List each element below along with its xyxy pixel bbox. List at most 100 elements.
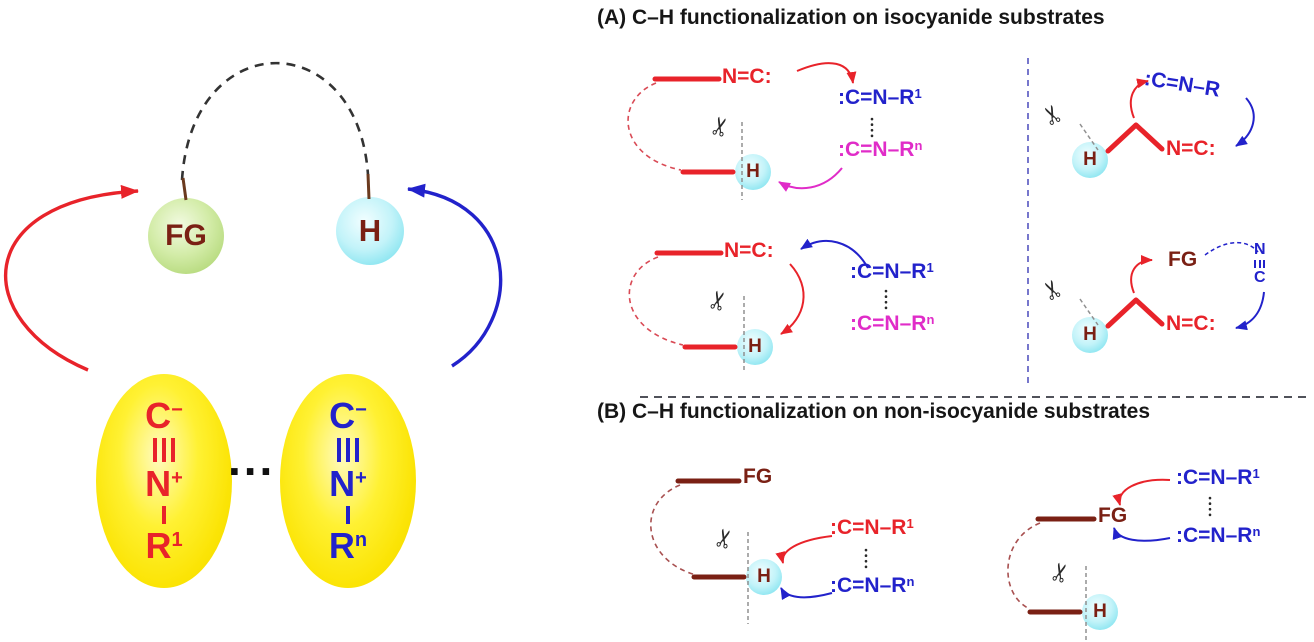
h-bond-line — [366, 173, 371, 200]
imine-rn-label: :C=N–Rn — [850, 313, 934, 334]
h-label: H — [748, 336, 762, 357]
dividers — [640, 58, 1312, 398]
fg-label: FG — [1098, 504, 1128, 527]
isocyanide-label: N=C: — [1166, 137, 1216, 160]
fg-label: FG — [165, 219, 207, 252]
fg-label: FG — [1168, 248, 1198, 271]
imine-rn-label: :C=N–Rn — [1176, 525, 1260, 546]
magenta-curved-arrow — [778, 167, 843, 192]
nitrogen-cation: N+ — [329, 466, 367, 502]
h-atom-circle: H — [1072, 142, 1108, 178]
cleavage-line — [1079, 123, 1099, 151]
r-sup: 1 — [171, 529, 183, 551]
h-atom-circle: H — [735, 154, 771, 190]
charge-minus: − — [355, 399, 367, 421]
imine-base: :C=N–R — [850, 260, 927, 283]
triple-bond — [337, 438, 359, 462]
imine-base: :C=N–R — [1176, 466, 1253, 489]
cleavage-line — [1079, 298, 1099, 326]
isocyanide-label: N=C: — [1166, 312, 1216, 335]
imine-sup: n — [914, 138, 923, 153]
imine-sup: 1 — [906, 516, 914, 531]
blue-curved-arrow — [1112, 527, 1171, 542]
blue-curved-arrow — [1235, 97, 1255, 147]
red-curved-arrow — [775, 535, 833, 564]
imine-sup: n — [926, 312, 935, 327]
imine-rn-label: :C=N–Rn — [830, 575, 914, 596]
imine-sup: 1 — [1252, 466, 1260, 481]
imine-r1-label: :C=N–R1 — [838, 87, 922, 108]
red-attack-arrow — [4, 184, 139, 372]
imine-base: :C=N–R — [1176, 524, 1253, 547]
atom-c: C — [329, 395, 356, 436]
imine-base: :C=N–R — [830, 516, 907, 539]
blue-curved-arrow — [800, 238, 869, 269]
a-bottom-left-art — [628, 238, 888, 372]
carbanion: C− — [329, 398, 367, 434]
h-label: H — [746, 161, 760, 182]
imine-r1-label: :C=N–R1 — [850, 261, 934, 282]
atom-n: N — [145, 463, 172, 504]
r-group: R1 — [145, 528, 182, 564]
blue-attack-arrow — [407, 183, 503, 368]
imine-r1-label: :C=N–R1 — [830, 517, 914, 538]
fg-bond-line — [181, 177, 188, 201]
single-bond — [162, 506, 166, 524]
atom-n: N — [1254, 241, 1266, 258]
h-label: H — [1083, 149, 1097, 170]
imine-base: :C=N–R — [838, 86, 915, 109]
red-curved-arrow — [1112, 478, 1171, 506]
imine-sup: 1 — [914, 86, 922, 101]
charge-plus: + — [171, 467, 183, 489]
carbanion: C− — [145, 398, 183, 434]
nitrogen-cation: N+ — [145, 466, 183, 502]
section-a-title: (A) C–H functionalization on isocyanide … — [597, 6, 1105, 29]
imine-sup: 1 — [926, 260, 934, 275]
a-top-right-art — [1079, 78, 1255, 154]
h-label: H — [757, 566, 771, 587]
r-base: R — [145, 525, 172, 566]
h-circle-main: H — [336, 197, 404, 265]
imine-base: :C=N–R — [850, 312, 927, 335]
imine-rn-label: :C=N–Rn — [838, 139, 922, 160]
methylene-bonds — [1105, 297, 1165, 329]
free-isocyanide-vertical: N C — [1254, 242, 1266, 286]
blue-curved-arrow — [780, 587, 833, 601]
fg-circle: FG — [148, 198, 224, 274]
isocyanide-ellipse-1: C− N+ R1 — [96, 374, 232, 588]
fg-h-link-arc — [180, 61, 370, 181]
a-bottom-right-art — [1079, 241, 1265, 331]
h-label: H — [358, 213, 382, 248]
red-curved-arrow — [1130, 255, 1153, 294]
imine-sup: n — [906, 574, 915, 589]
charge-plus: + — [355, 467, 367, 489]
imine-base: :C=N–R — [830, 574, 907, 597]
methylene-bonds — [1105, 122, 1165, 154]
atom-c: C — [145, 395, 172, 436]
single-bond — [346, 506, 350, 524]
isocyanide-resonance-n: C− N+ Rn — [329, 398, 367, 564]
forming-bond-arc — [650, 484, 697, 576]
imine-sup: n — [1252, 524, 1261, 539]
isocyanide-label: N=C: — [722, 65, 772, 88]
h-label: H — [1093, 601, 1107, 622]
isocyanide-label: N=C: — [724, 239, 774, 262]
h-atom-circle: H — [1082, 594, 1118, 630]
forming-bond-arc — [1007, 522, 1041, 610]
b-right-art — [1007, 478, 1212, 640]
triple-bond — [153, 438, 175, 462]
triple-bond — [1254, 260, 1266, 268]
isocyanide-resonance-1: C− N+ R1 — [145, 398, 183, 564]
red-curved-arrow — [796, 62, 857, 84]
r-group: Rn — [329, 528, 367, 564]
red-curved-arrow — [1129, 78, 1149, 119]
imine-base: :C=N–R — [838, 138, 915, 161]
b-left-art — [650, 478, 868, 624]
fg-transfer-dashed-curve — [1204, 241, 1259, 256]
h-atom-circle: H — [746, 559, 782, 595]
left-panel-art — [4, 61, 503, 372]
a-top-left-art — [627, 62, 874, 200]
imine-r1-label: :C=N–R1 — [1176, 467, 1260, 488]
